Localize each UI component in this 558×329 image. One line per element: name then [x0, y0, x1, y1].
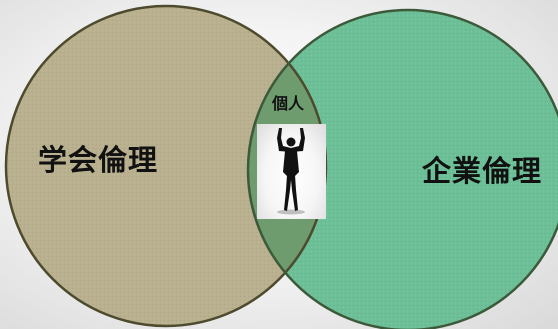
right-circle-label: 企業倫理 — [422, 154, 543, 188]
person-photo — [257, 124, 326, 219]
left-circle-label: 学会倫理 — [38, 143, 159, 177]
right-circle-outline — [246, 8, 558, 329]
person-arms-raised-icon — [277, 128, 305, 215]
right-circle — [248, 10, 558, 329]
left-circle — [6, 6, 326, 326]
left-circle-outline — [4, 4, 328, 328]
overlap-label: 個人 — [272, 94, 305, 113]
